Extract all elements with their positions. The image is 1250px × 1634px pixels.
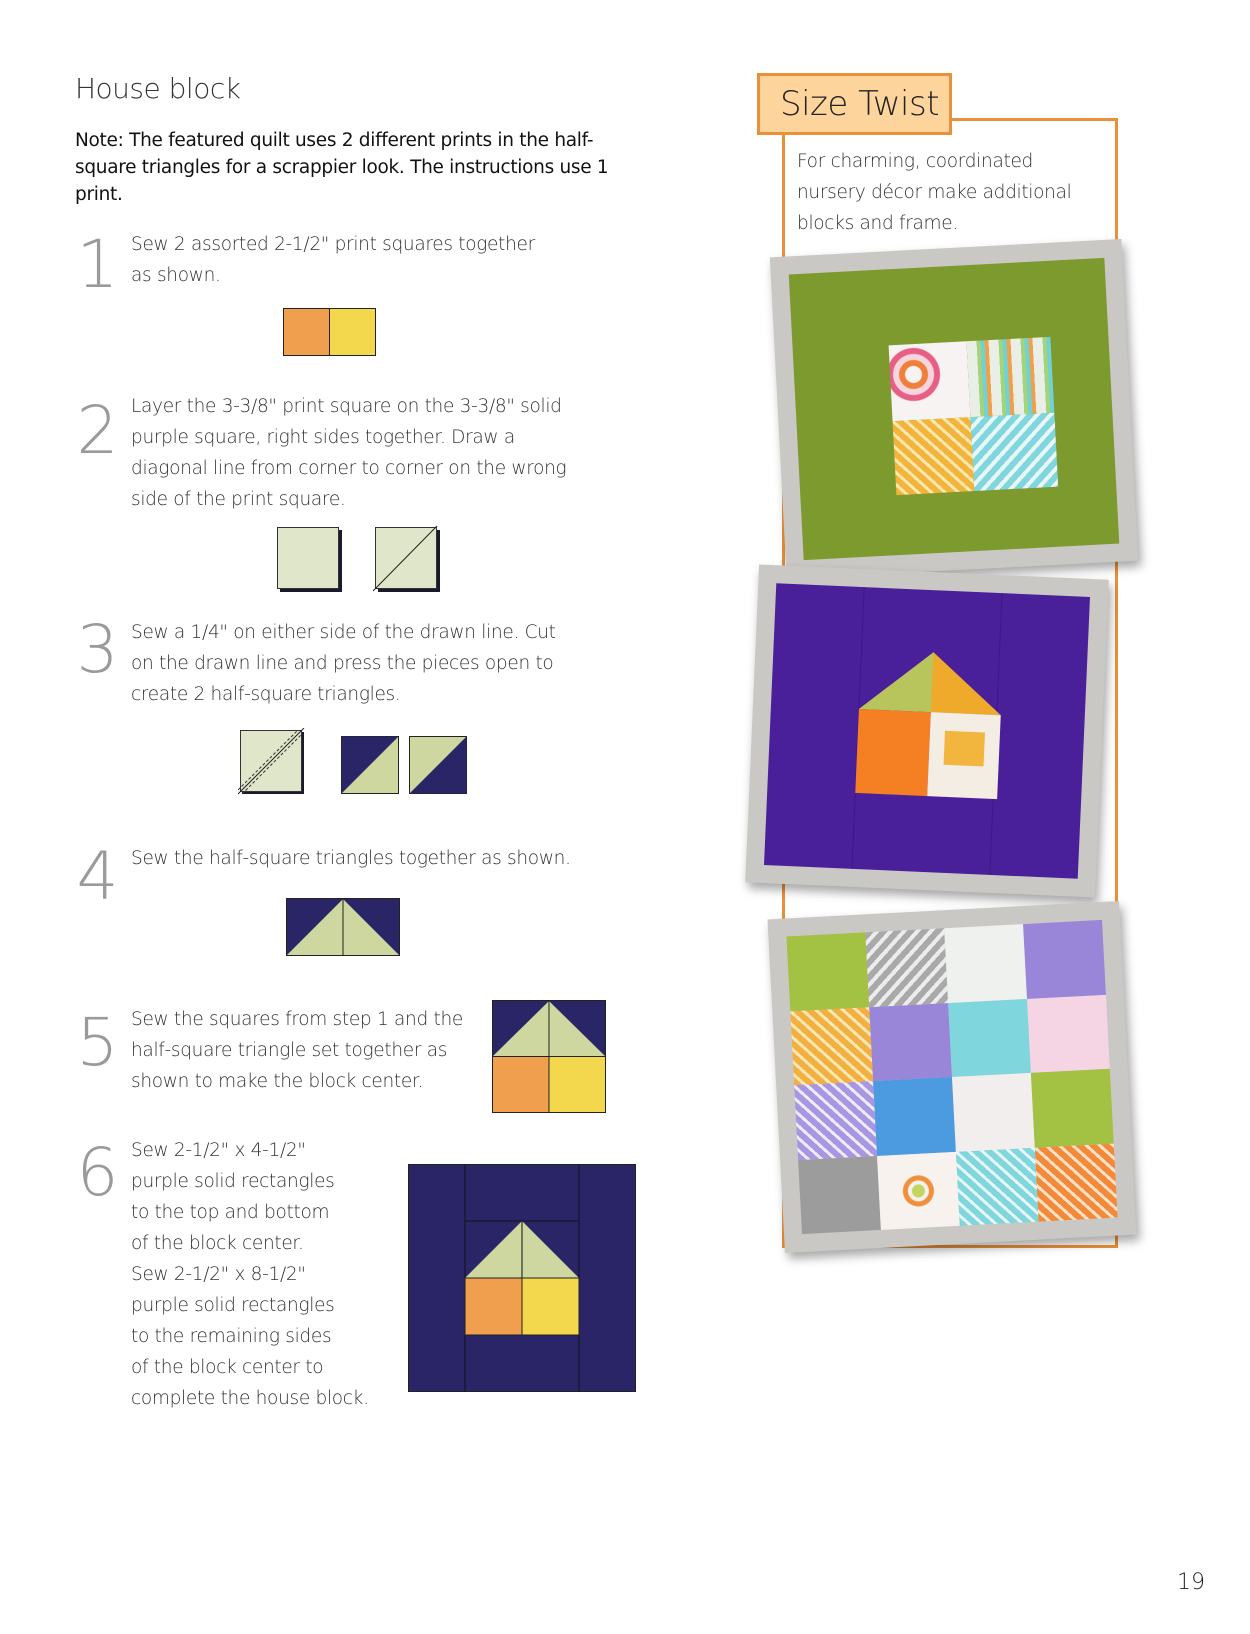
step-4-text: Sew the half-square triangles together a… <box>131 848 571 869</box>
four-patch-center <box>888 336 1059 496</box>
step-3-number: 3 <box>76 611 119 688</box>
step-6-line: of the block center. <box>131 1233 304 1254</box>
patchwork-grid <box>786 919 1118 1235</box>
patch <box>794 1081 878 1160</box>
patch <box>944 924 1027 1003</box>
aqua-chevron-print <box>970 412 1059 492</box>
step-1-text: Sew 2 assorted 2-1/2" print squares toge… <box>131 234 535 286</box>
step-6-line: to the top and bottom <box>131 1202 330 1223</box>
yellow-lattice-print <box>892 417 975 496</box>
step-4-diagram-flying-geese <box>286 898 400 956</box>
patch <box>955 1147 1039 1226</box>
step-6-line: Sew 2-1/2" x 4-1/2" <box>131 1140 306 1161</box>
step-2-diagram-square <box>277 527 343 593</box>
step-6-line: to the remaining sides <box>131 1326 332 1347</box>
patch <box>786 932 870 1011</box>
patch <box>1030 1068 1114 1148</box>
patch <box>1023 919 1106 999</box>
step-5-text: Sew the squares from step 1 and the half… <box>131 1009 463 1092</box>
step-3-diagram-hst-right <box>409 736 467 794</box>
patch <box>948 998 1031 1077</box>
photo-patchwork-block <box>767 901 1137 1253</box>
step-1-diagram <box>283 308 376 356</box>
step-6-line: complete the house block. <box>131 1388 369 1409</box>
step-6-line: Sew 2-1/2" x 8-1/2" <box>131 1264 306 1285</box>
step-6-text: Sew 2-1/2" x 4-1/2" purple solid rectang… <box>131 1135 391 1414</box>
photo-green-block <box>769 239 1139 579</box>
step-6-diagram-house-block <box>408 1164 636 1392</box>
patch <box>869 1002 952 1082</box>
step-5-number: 5 <box>76 1004 119 1081</box>
note-text: Note: The featured quilt uses 2 differen… <box>75 130 609 205</box>
step-3-diagram-hst-left <box>341 736 399 794</box>
text-print <box>966 336 1055 418</box>
step-2-text: Layer the 3-3/8" print square on the 3-3… <box>131 396 567 510</box>
patch <box>952 1072 1035 1152</box>
step-6-line: purple solid rectangles <box>131 1295 335 1316</box>
step-2-number: 2 <box>76 392 119 469</box>
patch <box>873 1077 956 1156</box>
step-3-diagram-stitched-square <box>238 728 308 796</box>
purple-border-fabric <box>763 583 1091 879</box>
patch <box>865 928 949 1007</box>
pink-circles-print <box>888 341 971 422</box>
photo-house-block <box>745 564 1109 898</box>
step-2-diagram-marked-square <box>373 525 441 593</box>
step-3-text: Sew a 1/4" on either side of the drawn l… <box>131 622 556 705</box>
step-6-number: 6 <box>76 1134 119 1211</box>
patch <box>790 1006 874 1086</box>
house-block-fabric <box>851 587 1003 875</box>
size-twist-text: For charming, coordinated nursery décor … <box>797 151 1072 234</box>
patch <box>877 1151 960 1230</box>
step-4-number: 4 <box>76 838 119 915</box>
patch <box>1026 994 1110 1073</box>
step-6-line: of the block center to <box>131 1357 324 1378</box>
patch <box>798 1155 881 1235</box>
page-number: 19 <box>1177 1570 1205 1595</box>
step-1-number: 1 <box>76 226 119 303</box>
patch <box>1034 1143 1118 1222</box>
size-twist-label: Size Twist <box>757 73 952 135</box>
green-border-fabric <box>788 257 1120 561</box>
step-6-line: purple solid rectangles <box>131 1171 335 1192</box>
page-title: House block <box>75 72 241 105</box>
step-5-diagram-block-center <box>492 1000 606 1113</box>
